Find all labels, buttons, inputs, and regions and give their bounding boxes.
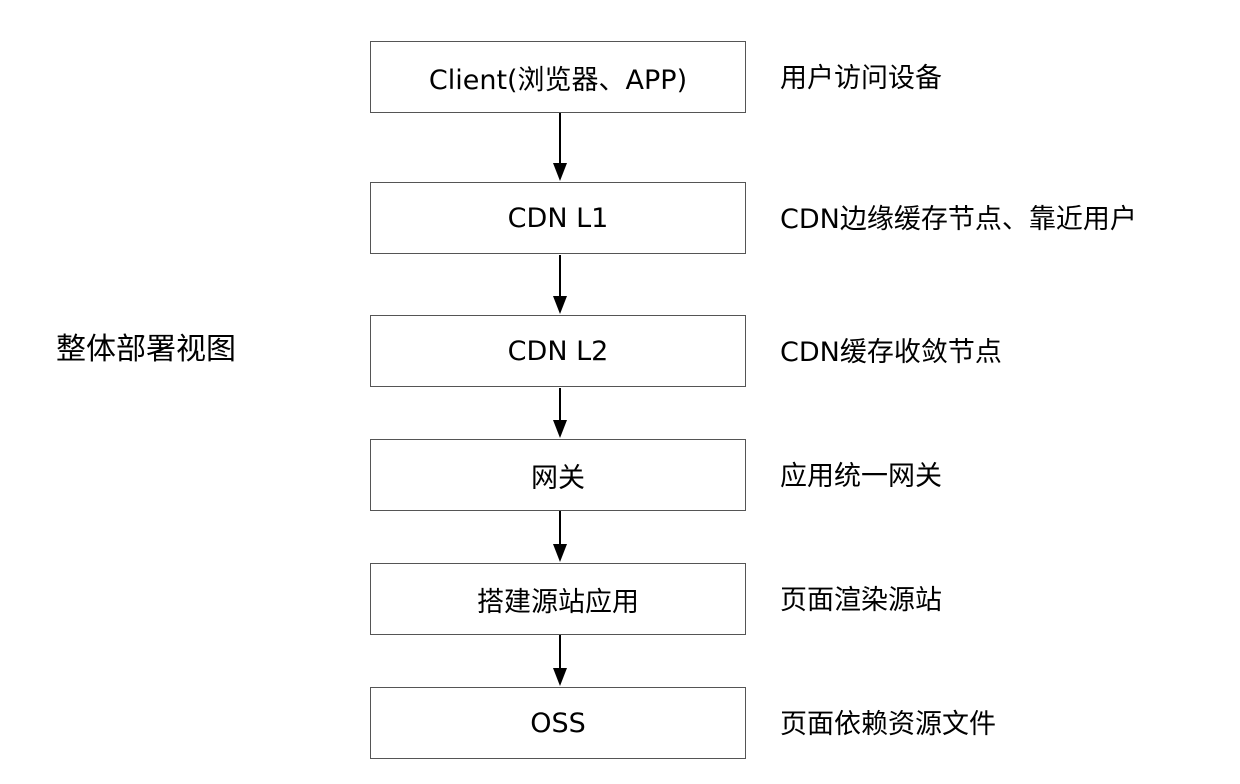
node-label: CDN L1 [507,202,609,234]
node-description-origin-app: 页面渲染源站 [780,585,942,616]
node-origin-app: 搭建源站应用 [370,563,746,635]
node-description-client: 用户访问设备 [780,63,942,94]
side-title: 整体部署视图 [56,332,236,367]
arrow-1 [553,113,567,181]
node-cdn-l1: CDN L1 [370,182,746,254]
node-gateway: 网关 [370,439,746,511]
node-label: 网关 [531,462,585,494]
node-label: CDN L2 [507,335,609,367]
node-client: Client(浏览器、APP) [370,41,746,113]
arrow-4 [553,511,567,562]
node-description-gateway: 应用统一网关 [780,461,942,492]
node-label: 搭建源站应用 [477,586,639,618]
node-oss: OSS [370,687,746,759]
arrow-2 [553,255,567,314]
arrow-3 [553,388,567,438]
node-cdn-l2: CDN L2 [370,315,746,387]
node-label: OSS [530,707,586,739]
node-description-cdn-l1: CDN边缘缓存节点、靠近用户 [780,204,1137,235]
node-description-oss: 页面依赖资源文件 [780,709,996,740]
arrow-5 [553,635,567,686]
node-label: Client(浏览器、APP) [428,64,688,96]
node-description-cdn-l2: CDN缓存收敛节点 [780,337,1002,368]
